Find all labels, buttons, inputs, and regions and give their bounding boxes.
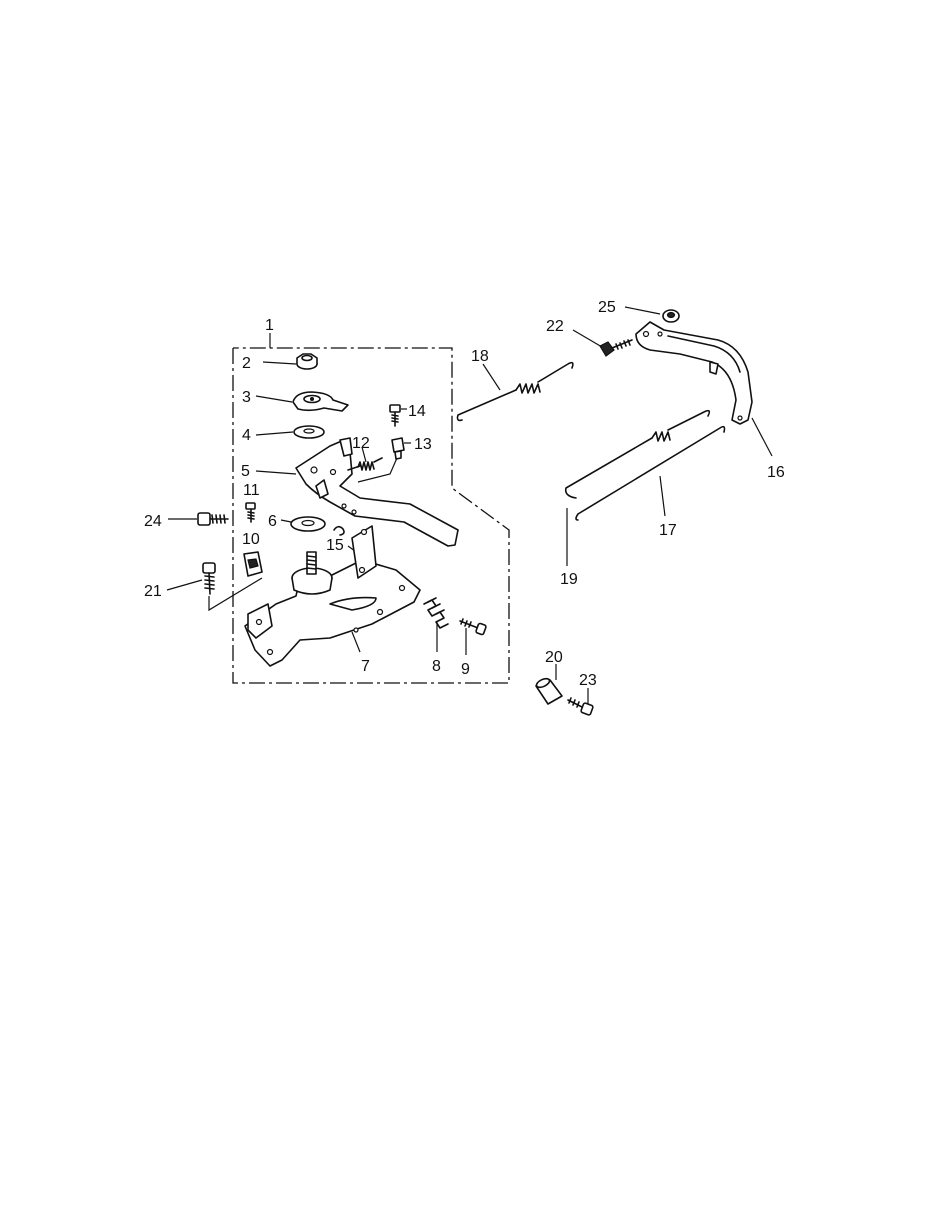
part-13-fitting xyxy=(357,437,411,483)
part-14-screw xyxy=(389,404,407,427)
callout-25: 25 xyxy=(598,299,616,316)
part-8-spring xyxy=(423,597,449,652)
callout-15: 15 xyxy=(326,537,344,554)
part-7-base-plate xyxy=(244,525,421,667)
callout-3: 3 xyxy=(242,389,251,406)
callout-17: 17 xyxy=(659,522,677,539)
callout-1: 1 xyxy=(265,317,274,334)
callout-9: 9 xyxy=(461,661,470,678)
part-3-cam-plate xyxy=(255,391,349,412)
callout-11: 11 xyxy=(243,482,260,499)
callout-12: 12 xyxy=(352,435,370,452)
callout-14: 14 xyxy=(408,403,426,420)
part-4-washer xyxy=(255,425,325,439)
part-9-bolt xyxy=(459,618,487,655)
callout-4: 4 xyxy=(242,427,251,444)
part-18-spring-rod xyxy=(456,361,574,422)
callout-18: 18 xyxy=(471,348,489,365)
part-23-bolt xyxy=(567,688,594,716)
part-17-rod xyxy=(575,425,726,521)
part-5-control-lever xyxy=(255,437,459,547)
callout-7: 7 xyxy=(361,658,370,675)
callout-20: 20 xyxy=(545,649,563,666)
callout-16: 16 xyxy=(767,464,785,481)
callout-13: 13 xyxy=(414,436,432,453)
part-11-screw xyxy=(245,502,256,523)
part-19-spring-rod xyxy=(564,409,711,566)
callout-10: 10 xyxy=(242,531,260,548)
part-10-clip-nut xyxy=(243,551,263,577)
callout-21: 21 xyxy=(144,583,162,600)
callout-2: 2 xyxy=(242,355,251,372)
callout-23: 23 xyxy=(579,672,597,689)
part-6-washer xyxy=(280,516,326,532)
callout-5: 5 xyxy=(241,463,250,480)
callout-24: 24 xyxy=(144,513,162,530)
callout-8: 8 xyxy=(432,658,441,675)
callout-19: 19 xyxy=(560,571,578,588)
part-2-nut xyxy=(262,353,318,370)
part-20-pin xyxy=(535,664,563,705)
part-16-lever-arm xyxy=(635,321,773,457)
part-21-screw xyxy=(166,562,263,612)
part-24-bolt xyxy=(168,512,229,526)
callout-6: 6 xyxy=(268,513,277,530)
assembly-boundary xyxy=(232,333,510,684)
callout-22: 22 xyxy=(546,318,564,335)
part-22-bolt xyxy=(572,329,633,357)
part-25-nut xyxy=(624,306,680,323)
part-12-spring xyxy=(347,446,383,471)
